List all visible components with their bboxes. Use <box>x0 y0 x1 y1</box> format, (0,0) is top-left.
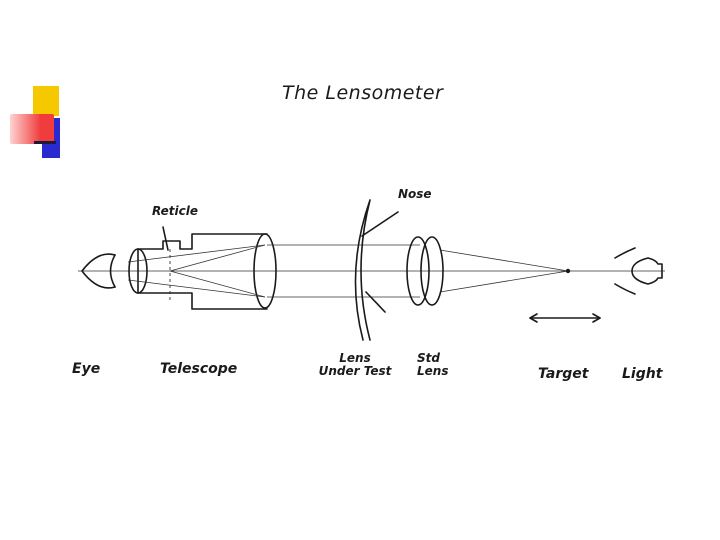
lens-under-test <box>354 199 371 341</box>
label-std-lens-line2: Lens <box>417 363 449 378</box>
label-std-lens-line1: Std <box>417 351 440 365</box>
ray-to-target-bottom <box>439 270 569 293</box>
target-point <box>565 268 571 274</box>
label-telescope: Telescope <box>160 361 238 377</box>
corner-dark-bar <box>34 141 56 144</box>
target-arrow-left-head <box>529 313 538 323</box>
corner-yellow-square <box>33 86 59 116</box>
eye-cornea <box>109 254 116 288</box>
eye-shape <box>81 253 116 289</box>
ray-a <box>127 244 266 263</box>
ray-to-target-top <box>439 249 569 272</box>
objective-lens <box>253 233 277 309</box>
label-std-lens: Std Lens <box>417 352 448 377</box>
reticle-leader <box>162 226 169 251</box>
std-lens-back <box>420 236 444 306</box>
label-light: Light <box>622 366 663 382</box>
ray-d <box>169 270 266 298</box>
label-lens-under-test: Lens Under Test <box>318 352 392 377</box>
light-reflector-top <box>614 247 636 259</box>
light-bulb <box>631 257 663 285</box>
ray-b <box>127 279 266 298</box>
label-lens-under-test-line2: Under Test <box>318 363 392 378</box>
page-title: The Lensometer <box>282 82 444 104</box>
telescope-tube <box>137 233 268 310</box>
label-target: Target <box>538 366 589 382</box>
label-nose: Nose <box>398 187 432 201</box>
ray-c <box>169 244 266 272</box>
std-lens-front <box>406 236 430 306</box>
target-arrow-right-head <box>592 313 601 323</box>
label-lens-under-test-line1: Lens <box>339 351 371 365</box>
nose-rest <box>361 211 399 313</box>
corner-red-square <box>10 114 54 144</box>
light-reflector-bottom <box>614 283 636 295</box>
label-reticle: Reticle <box>152 204 198 218</box>
label-eye: Eye <box>72 361 101 377</box>
